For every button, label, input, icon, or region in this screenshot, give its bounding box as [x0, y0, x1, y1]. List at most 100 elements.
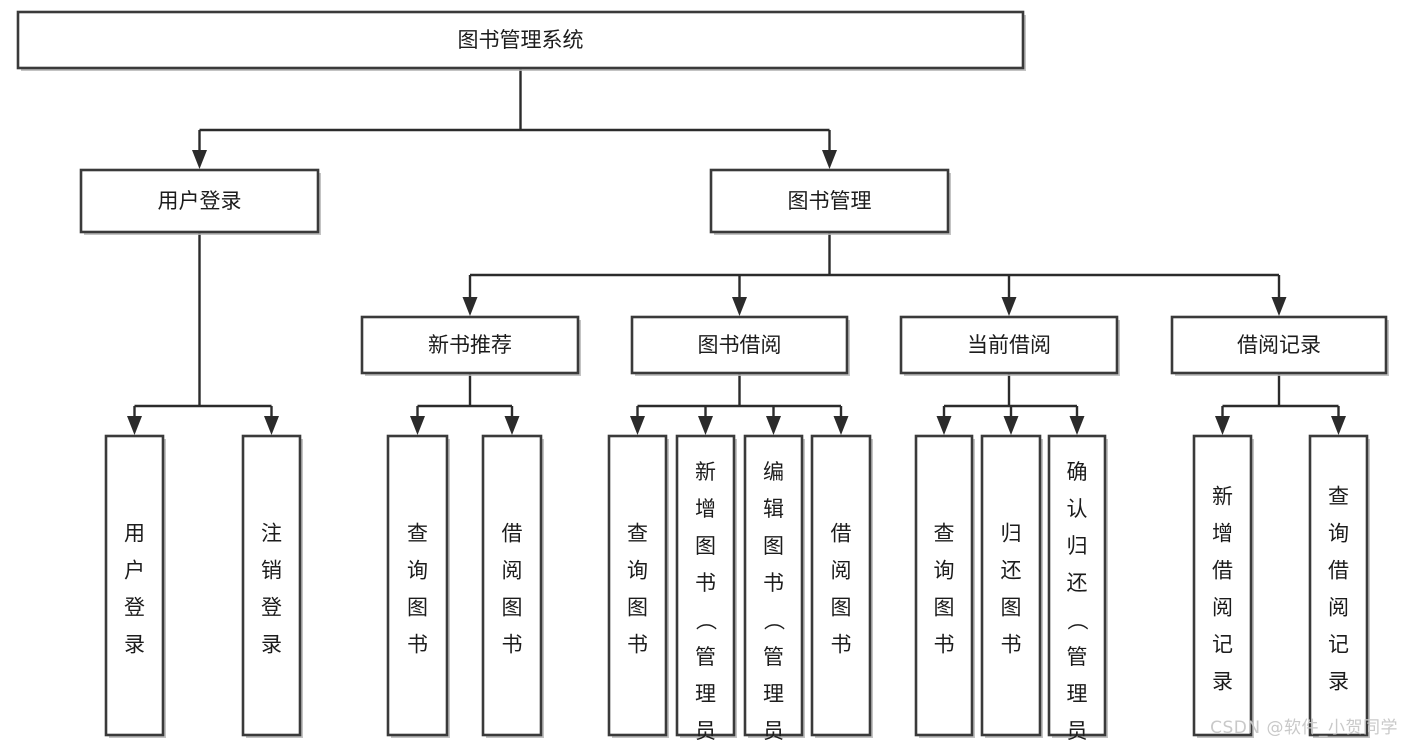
node-label-root: 图书管理系统 — [458, 28, 584, 52]
node-label-leaf-user-login: 用户登录 — [124, 521, 145, 656]
leaf-char: 查 — [1328, 484, 1349, 508]
leaf-char: 图 — [627, 595, 648, 619]
leaf-char: 书 — [502, 632, 523, 656]
arrow-to-leaf-borrow-book — [833, 416, 849, 435]
leaf-char: 还 — [1001, 558, 1022, 582]
leaf-char: 图 — [763, 534, 784, 558]
leaf-char: 编 — [763, 460, 784, 484]
connector-lines-layer — [127, 68, 1346, 435]
leaf-char: 注 — [261, 521, 282, 545]
node-label-new-book-recommend: 新书推荐 — [428, 333, 512, 357]
node-box-leaf-user-login[interactable] — [104, 434, 165, 737]
arrow-to-leaf-borrow-book-rec — [504, 416, 520, 435]
leaf-char: 新 — [695, 460, 716, 484]
leaf-char-paren: （ — [762, 609, 786, 630]
leaf-char: 图 — [502, 595, 523, 619]
leaf-char: 询 — [627, 558, 648, 582]
leaf-char: 确 — [1067, 460, 1088, 484]
node-box-leaf-query-record[interactable] — [1308, 434, 1369, 737]
arrow-to-leaf-add-book — [698, 416, 713, 435]
arrow-to-book-manage — [822, 150, 837, 169]
leaf-char: 阅 — [1212, 595, 1233, 619]
leaf-char: 户 — [124, 558, 145, 582]
arrow-to-leaf-user-login — [127, 416, 142, 435]
leaf-char: 书 — [407, 632, 428, 656]
leaf-char: 图 — [1001, 595, 1022, 619]
node-box-current-borrow[interactable] — [899, 315, 1119, 375]
leaf-char: 查 — [627, 521, 648, 545]
arrow-to-new-book-recommend — [462, 297, 478, 316]
leaf-char: 录 — [261, 632, 282, 656]
arrow-to-leaf-edit-book — [766, 416, 781, 435]
leaf-char: 书 — [695, 571, 716, 595]
node-label-book-borrow: 图书借阅 — [698, 333, 782, 357]
leaf-char: 录 — [1328, 669, 1349, 693]
node-box-leaf-return-book[interactable] — [980, 434, 1042, 737]
node-box-leaf-borrow-book-rec[interactable] — [481, 434, 543, 737]
arrow-to-leaf-query-record — [1331, 416, 1346, 435]
leaf-char: 理 — [695, 682, 716, 706]
node-box-new-book-recommend[interactable] — [360, 315, 580, 375]
leaf-char: 增 — [695, 497, 716, 521]
leaf-char: 阅 — [831, 558, 852, 582]
arrow-to-leaf-query-book-borrow — [630, 416, 645, 435]
leaf-char: 管 — [763, 645, 784, 669]
leaf-char: 阅 — [1328, 595, 1349, 619]
leaf-char: 新 — [1212, 484, 1233, 508]
node-box-leaf-borrow-book[interactable] — [810, 434, 872, 737]
leaf-char: 理 — [1067, 682, 1088, 706]
arrow-to-book-borrow — [732, 297, 747, 316]
leaf-char: 书 — [831, 632, 852, 656]
leaf-char: 员 — [763, 719, 784, 743]
leaf-char: 书 — [627, 632, 648, 656]
leaf-char: 询 — [407, 558, 428, 582]
leaf-char: 认 — [1067, 497, 1088, 521]
node-box-borrow-record[interactable] — [1170, 315, 1388, 375]
leaf-char: 录 — [1212, 669, 1233, 693]
leaf-char: 还 — [1067, 571, 1088, 595]
leaf-char: 借 — [1212, 558, 1233, 582]
leaf-char: 辑 — [763, 497, 784, 521]
node-box-leaf-query-book-borrow[interactable] — [607, 434, 668, 737]
leaf-char: 销 — [261, 558, 282, 582]
leaf-char: 用 — [124, 521, 145, 545]
node-box-leaf-add-record[interactable] — [1192, 434, 1253, 737]
node-box-leaf-query-book-rec[interactable] — [386, 434, 449, 737]
leaf-char: 归 — [1001, 521, 1022, 545]
node-box-user-login[interactable] — [79, 168, 320, 234]
arrow-to-leaf-logout-login — [264, 416, 279, 435]
node-box-leaf-confirm-return[interactable] — [1047, 434, 1107, 737]
node-box-book-manage[interactable] — [709, 168, 950, 234]
node-box-root[interactable] — [16, 10, 1025, 70]
node-box-leaf-add-book[interactable] — [675, 434, 736, 737]
node-boxes-layer — [16, 10, 1389, 738]
csdn-watermark: CSDN @软件_小贺同学 — [1210, 718, 1398, 738]
leaf-char: 员 — [695, 719, 716, 743]
arrow-to-leaf-return-book — [1003, 416, 1019, 435]
leaf-char: 归 — [1067, 534, 1088, 558]
node-label-current-borrow: 当前借阅 — [967, 333, 1051, 357]
leaf-char: 管 — [695, 645, 716, 669]
leaf-char: 查 — [407, 521, 428, 545]
leaf-char: 理 — [763, 682, 784, 706]
node-box-leaf-logout-login[interactable] — [241, 434, 302, 737]
leaf-char: 询 — [1328, 521, 1349, 545]
node-box-book-borrow[interactable] — [630, 315, 849, 375]
node-box-leaf-edit-book[interactable] — [743, 434, 804, 737]
node-box-leaf-query-book-cur[interactable] — [914, 434, 974, 737]
leaf-char: 登 — [124, 595, 145, 619]
leaf-char: 书 — [934, 632, 955, 656]
node-label-user-login: 用户登录 — [158, 189, 242, 213]
